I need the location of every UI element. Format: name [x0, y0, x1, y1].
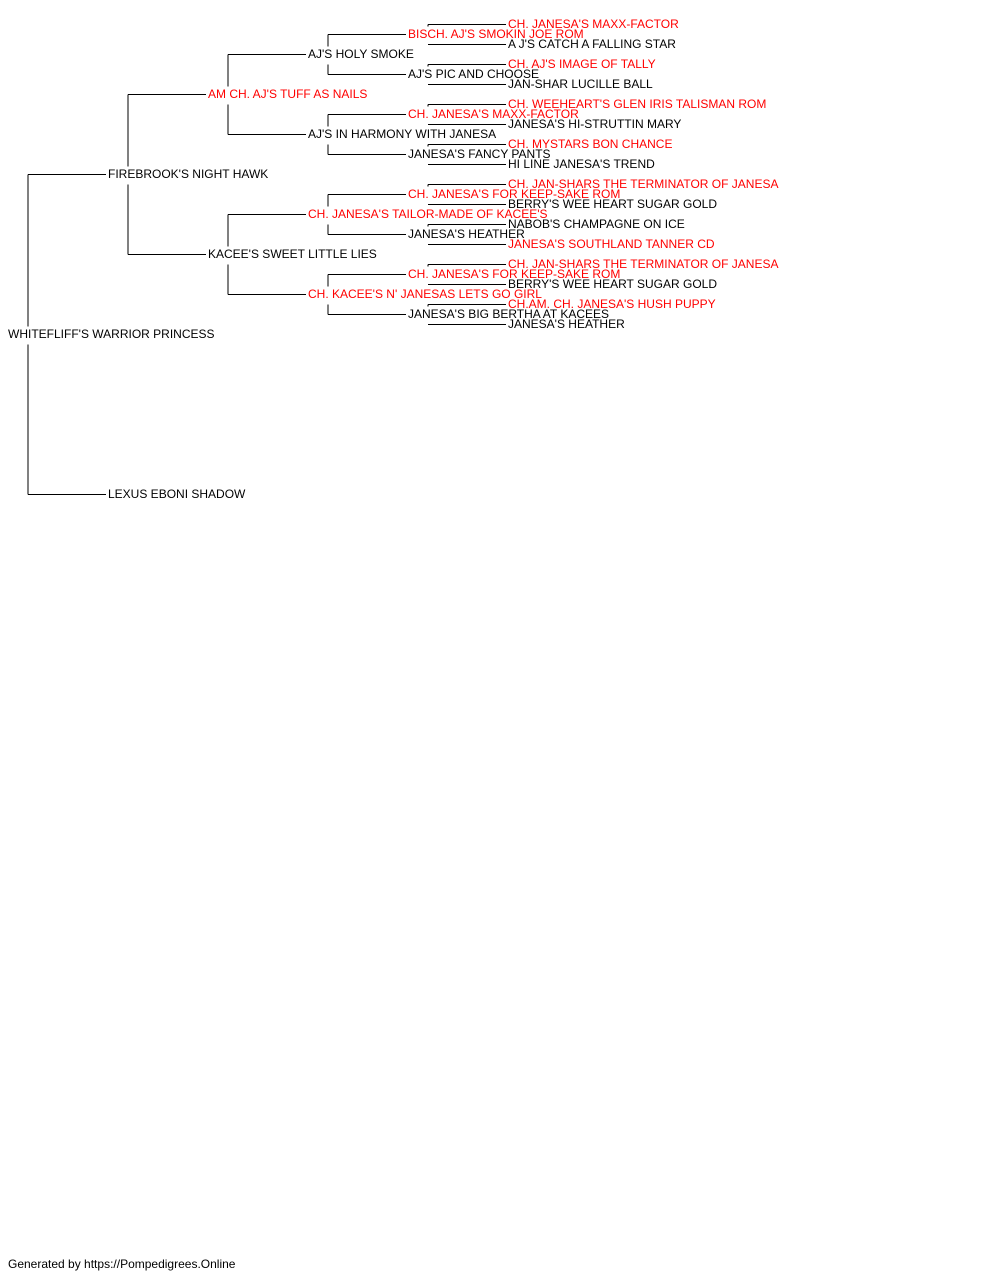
footer-credit: Generated by https://Pompedigrees.Online — [8, 1257, 236, 1271]
ancestor-name: JANESA'S HI-STRUTTIN MARY — [508, 117, 682, 131]
ancestor-name: CH. WEEHEART'S GLEN IRIS TALISMAN ROM — [508, 97, 767, 111]
ancestor-name: BERRY'S WEE HEART SUGAR GOLD — [508, 277, 718, 291]
ancestor-name: JANESA'S SOUTHLAND TANNER CD — [508, 237, 715, 251]
ancestor-name: JANESA'S BIG BERTHA AT KACEES — [408, 307, 610, 321]
ancestor-name: CH. MYSTARS BON CHANCE — [508, 137, 673, 151]
subject-name: WHITEFLIFF'S WARRIOR PRINCESS — [8, 327, 215, 341]
ancestor-name: A J'S CATCH A FALLING STAR — [508, 37, 676, 51]
ancestor-name: AJ'S IN HARMONY WITH JANESA — [308, 127, 497, 141]
ancestor-name: CH. JANESA'S FOR KEEP-SAKE ROM — [408, 187, 621, 201]
ancestor-name: BERRY'S WEE HEART SUGAR GOLD — [508, 197, 718, 211]
ancestor-name: AJ'S PIC AND CHOOSE — [408, 67, 539, 81]
ancestor-name: CH. JAN-SHARS THE TERMINATOR OF JANESA — [508, 177, 779, 191]
ancestor-name: LEXUS EBONI SHADOW — [108, 487, 246, 501]
ancestor-name: HI LINE JANESA'S TREND — [508, 157, 655, 171]
ancestor-name: BISCH. AJ'S SMOKIN JOE ROM — [408, 27, 584, 41]
ancestor-name: JANESA'S FANCY PANTS — [408, 147, 551, 161]
ancestor-name: JANESA'S HEATHER — [508, 317, 625, 331]
ancestor-name: KACEE'S SWEET LITTLE LIES — [208, 247, 377, 261]
ancestor-name: CH.AM. CH. JANESA'S HUSH PUPPY — [508, 297, 716, 311]
ancestor-name: CH. JANESA'S TAILOR-MADE OF KACEE'S — [308, 207, 548, 221]
ancestor-name: CH. JANESA'S MAXX-FACTOR — [408, 107, 579, 121]
ancestor-name: CH. AJ'S IMAGE OF TALLY — [508, 57, 656, 71]
ancestor-name: FIREBROOK'S NIGHT HAWK — [108, 167, 269, 181]
ancestor-name: CH. JANESA'S FOR KEEP-SAKE ROM — [408, 267, 621, 281]
ancestor-name: JAN-SHAR LUCILLE BALL — [508, 77, 653, 91]
ancestor-name: CH. JAN-SHARS THE TERMINATOR OF JANESA — [508, 257, 779, 271]
ancestor-name: NABOB'S CHAMPAGNE ON ICE — [508, 217, 685, 231]
ancestor-name: AJ'S HOLY SMOKE — [308, 47, 414, 61]
ancestor-name: JANESA'S HEATHER — [408, 227, 525, 241]
ancestor-name: CH. KACEE'S N' JANESAS LETS GO GIRL — [308, 287, 542, 301]
ancestor-name: AM CH. AJ'S TUFF AS NAILS — [208, 87, 368, 101]
ancestor-name: CH. JANESA'S MAXX-FACTOR — [508, 17, 679, 31]
